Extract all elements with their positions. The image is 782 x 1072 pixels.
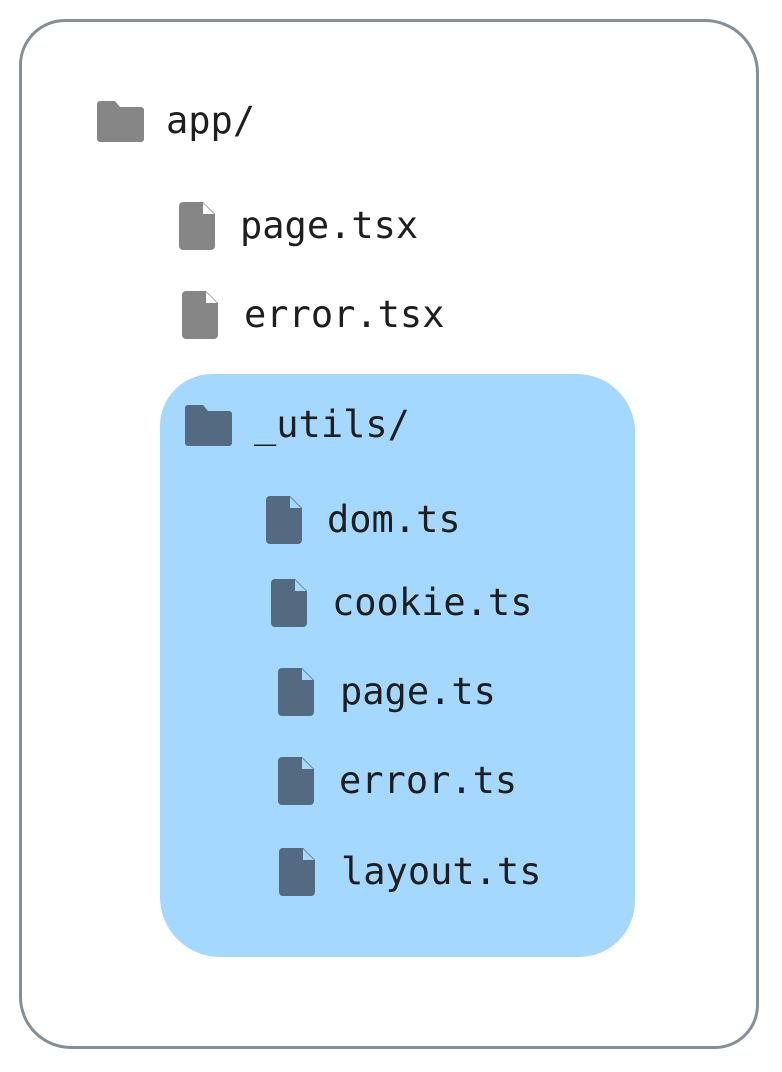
tree-item-dom-ts: dom.ts — [266, 494, 461, 546]
tree-item-cookie-ts: cookie.ts — [271, 577, 532, 629]
file-icon — [266, 496, 302, 544]
file-icon — [278, 757, 314, 805]
tree-item-layout-ts: layout.ts — [279, 846, 541, 898]
tree-item-error-ts: error.ts — [278, 755, 517, 807]
file-label: error.tsx — [244, 293, 445, 336]
file-label: page.tsx — [240, 204, 419, 247]
tree-item-utils-folder: _utils/ — [185, 399, 410, 451]
file-icon — [279, 848, 315, 896]
tree-item-error-tsx: error.tsx — [182, 289, 444, 341]
file-label: page.ts — [340, 670, 496, 713]
file-label: cookie.ts — [332, 581, 533, 624]
tree-item-page-ts: page.ts — [278, 666, 496, 718]
tree-item-page-tsx: page.tsx — [179, 200, 418, 252]
folder-icon — [185, 404, 232, 446]
folder-label: _utils/ — [254, 403, 410, 446]
file-icon — [278, 668, 314, 716]
folder-label: app/ — [166, 99, 256, 142]
file-label: error.ts — [339, 759, 518, 802]
file-icon — [179, 202, 215, 250]
tree-item-app-folder: app/ — [97, 95, 255, 147]
file-label: layout.ts — [341, 850, 542, 893]
file-icon — [182, 291, 218, 339]
file-label: dom.ts — [327, 498, 461, 541]
folder-icon — [97, 100, 144, 142]
utils-highlight-region — [160, 374, 635, 957]
file-icon — [271, 579, 307, 627]
